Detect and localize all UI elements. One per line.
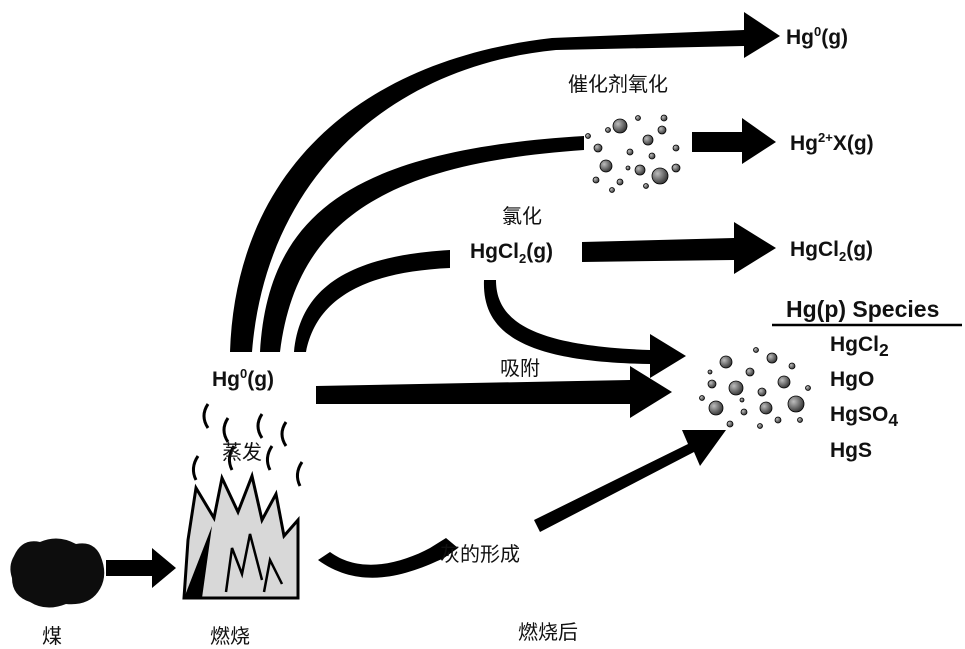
particulate-species-title: Hg(p) Species [786,296,940,322]
label-combustion: 燃烧 [210,624,250,648]
particulate-species-list: HgCl2 HgO HgSO4 HgS [830,330,898,471]
particulate-species-item: HgCl2 [830,333,889,361]
label-vaporization: 蒸发 [222,440,262,464]
label-catalytic-oxidation: 催化剂氧化 [568,72,668,96]
label-adsorption: 吸附 [500,356,540,380]
adsorption-arrow [316,366,672,418]
particulate-species-item: HgS [830,438,872,462]
species-hg0-source: Hg0(g) [212,366,275,391]
species-hg2x-output: Hg2+X(g) [790,130,874,155]
particulate-cluster [699,347,811,429]
flame-icon [182,445,304,600]
label-coal: 煤 [42,624,62,648]
particulate-species-item: HgSO4 [830,403,899,431]
species-hg0-output: Hg0(g) [786,24,849,49]
hg0-emission-arrow [230,12,780,352]
label-ash-formation: 灰的形成 [440,542,520,566]
catalyst-particle-cluster [585,114,681,193]
coal-lump-icon [10,538,105,608]
coal-to-combustion-arrow [106,548,176,588]
ash-formation-arrow [318,538,458,578]
hgcl2-arrow [582,222,776,274]
label-chlorination: 氯化 [502,204,542,228]
hgcl2-adsorption-arrow [483,280,686,378]
ash-formation-arrow-head [534,430,726,532]
chlorination-path-arrow [294,250,450,352]
hg2x-arrow [692,118,776,164]
particulate-species-item: HgO [830,368,875,392]
vapor-wisps [202,403,288,447]
species-hgcl2-middle: HgCl2(g) [470,240,554,267]
label-post-combustion: 燃烧后 [518,620,578,644]
species-hgcl2-output: HgCl2(g) [790,238,874,265]
